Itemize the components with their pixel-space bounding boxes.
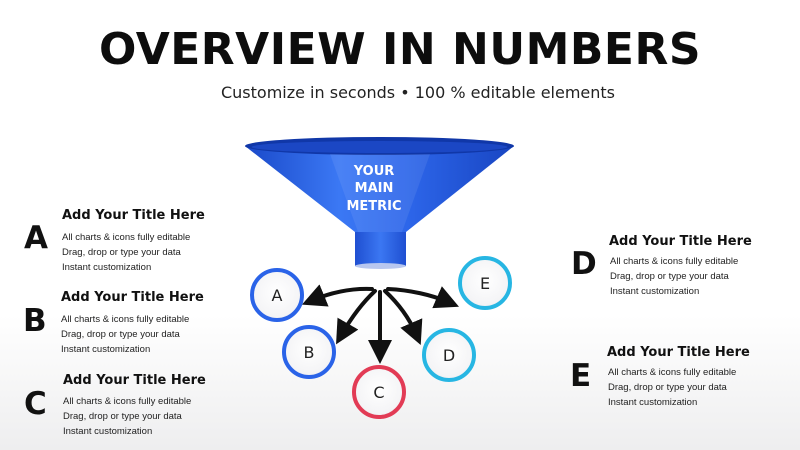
item-c-heading: Add Your Title Here (63, 373, 206, 388)
circle-c: C (352, 365, 406, 419)
flow-arrows (301, 284, 459, 364)
circle-d-letter: D (443, 346, 455, 365)
arrow-to-b (336, 289, 377, 345)
funnel-label-line1: YOUR (353, 164, 395, 179)
item-c-line-1: All charts & icons fully editable (63, 396, 192, 407)
item-e-heading: Add Your Title Here (607, 345, 750, 360)
item-d-line-2: Drag, drop or type your data (610, 271, 729, 282)
item-a-line-1: All charts & icons fully editable (62, 232, 191, 243)
item-e-line-2: Drag, drop or type your data (608, 382, 727, 393)
item-b-line-3: Instant customization (61, 344, 151, 355)
circle-c-letter: C (373, 383, 384, 402)
item-d-line-3: Instant customization (610, 286, 700, 297)
item-e-line-3: Instant customization (608, 397, 698, 408)
circle-a-letter: A (272, 286, 283, 305)
item-e-line-1: All charts & icons fully editable (608, 367, 737, 378)
arrow-to-a (301, 284, 374, 307)
arrow-to-e (386, 286, 459, 309)
item-b-line-2: Drag, drop or type your data (61, 329, 180, 340)
item-b-line-1: All charts & icons fully editable (61, 314, 190, 325)
circle-b: B (282, 325, 336, 379)
item-b-letter: B (23, 303, 47, 339)
item-d-line-1: All charts & icons fully editable (610, 256, 739, 267)
arrow-to-d (383, 289, 423, 346)
funnel-label-line2: MAIN (355, 181, 394, 196)
item-c-letter: C (24, 386, 47, 422)
item-d-heading: Add Your Title Here (609, 234, 752, 249)
item-b-heading: Add Your Title Here (61, 290, 204, 305)
item-c-line-2: Drag, drop or type your data (63, 411, 182, 422)
item-a-letter: A (24, 220, 48, 256)
item-d-letter: D (571, 246, 597, 282)
circle-e: E (458, 256, 512, 310)
item-a-line-2: Drag, drop or type your data (62, 247, 181, 258)
item-a-line-3: Instant customization (62, 262, 152, 273)
circle-e-letter: E (480, 274, 490, 293)
page-title: OVERVIEW IN NUMBERS (98, 24, 702, 75)
circle-b-letter: B (304, 343, 315, 362)
funnel-label-line3: METRIC (346, 199, 401, 214)
item-a-heading: Add Your Title Here (62, 208, 205, 223)
item-c-line-3: Instant customization (63, 426, 153, 437)
item-e-letter: E (570, 358, 592, 394)
circle-a: A (250, 268, 304, 322)
circle-d: D (422, 328, 476, 382)
funnel-shape (245, 137, 514, 269)
page-subtitle: Customize in seconds • 100 % editable el… (220, 83, 616, 102)
